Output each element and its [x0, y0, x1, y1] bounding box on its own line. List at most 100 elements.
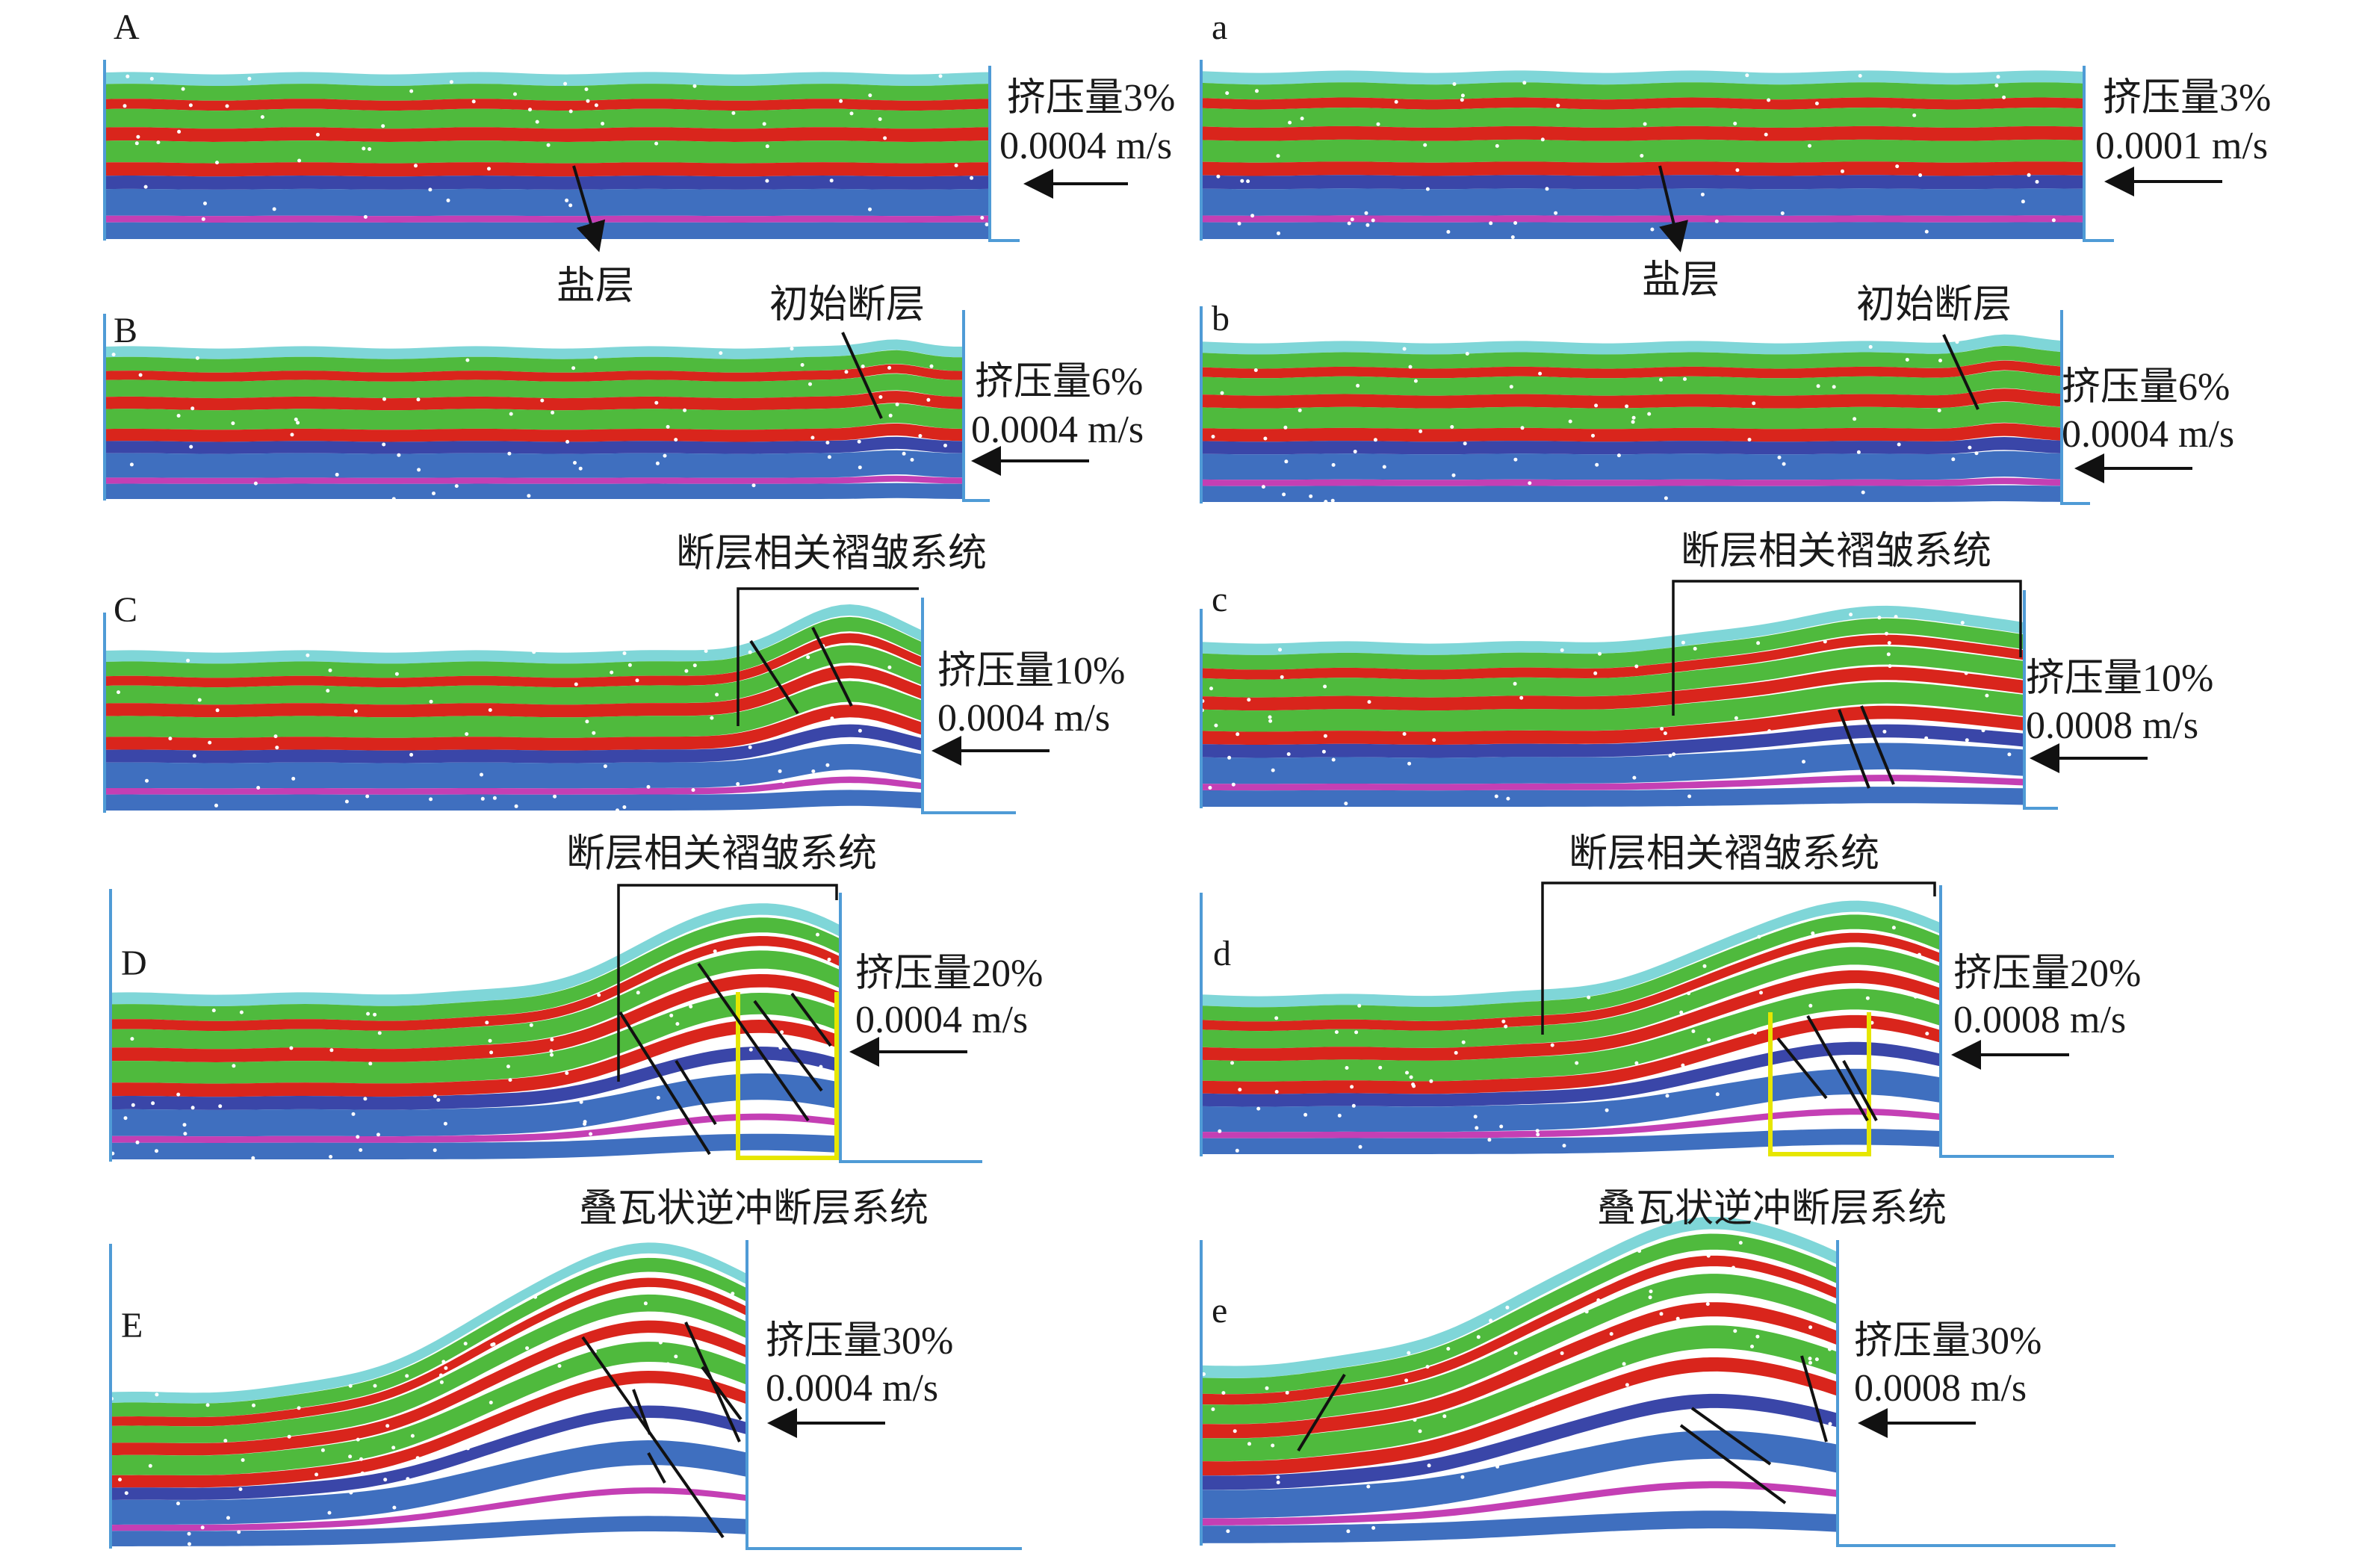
velocity-label: 0.0008 m/s — [2026, 704, 2198, 747]
fault-line — [1776, 1037, 1828, 1100]
particle-speck — [1268, 715, 1272, 719]
particle-speck — [1540, 137, 1545, 142]
particle-speck — [1382, 465, 1386, 469]
particle-speck — [1276, 154, 1280, 158]
particle-speck — [601, 122, 605, 125]
strata-layer-0 — [111, 903, 840, 1006]
particle-speck — [1253, 368, 1258, 372]
particle-speck — [417, 468, 421, 472]
particle-speck — [895, 402, 899, 406]
particle-speck — [1687, 991, 1691, 996]
particle-speck — [1702, 964, 1707, 968]
strata-layer-4 — [1201, 125, 2084, 141]
particle-speck — [143, 185, 148, 189]
particle-speck — [1749, 1073, 1754, 1077]
particle-speck — [183, 1132, 187, 1136]
particle-speck — [550, 1053, 554, 1057]
panel-D: D 挤压量20% 0.0004 m/s 断层相关褶皱系统 — [109, 833, 1043, 1163]
particle-speck — [381, 124, 385, 128]
particle-speck — [145, 778, 149, 783]
particle-speck — [433, 1094, 437, 1098]
model-section — [1201, 1216, 1838, 1543]
particle-speck — [1407, 761, 1412, 766]
particle-speck — [306, 653, 310, 657]
particle-speck — [1268, 719, 1273, 723]
particle-speck — [1760, 1326, 1764, 1330]
particle-speck — [1432, 738, 1436, 743]
particle-speck — [155, 1149, 158, 1153]
particle-speck — [654, 141, 659, 146]
particle-speck — [1528, 481, 1532, 486]
particle-speck — [444, 1366, 448, 1370]
particle-speck — [1853, 417, 1857, 421]
particle-speck — [344, 799, 349, 804]
particle-speck — [839, 99, 843, 103]
particle-speck — [489, 1401, 493, 1404]
structure-box — [617, 884, 838, 1082]
particle-speck — [1454, 1050, 1458, 1055]
particle-speck — [1732, 1265, 1735, 1270]
particle-speck — [1631, 415, 1636, 420]
particle-speck — [765, 179, 769, 183]
particle-speck — [1764, 132, 1768, 137]
particle-speck — [391, 497, 396, 501]
particle-speck — [1535, 1129, 1540, 1133]
particle-speck — [557, 1364, 562, 1368]
particle-speck — [1885, 631, 1888, 636]
particle-speck — [200, 1525, 205, 1530]
particle-speck — [1461, 1040, 1466, 1044]
particle-speck — [291, 776, 296, 781]
particle-speck — [356, 1437, 360, 1442]
velocity-label: 0.0004 m/s — [999, 125, 1172, 167]
particle-speck — [1237, 221, 1241, 226]
strata-layer-4 — [1201, 970, 1941, 1062]
right-wall — [745, 1240, 1022, 1550]
particle-speck — [1640, 154, 1644, 158]
strata-layer-5 — [111, 1342, 747, 1475]
panel-c: c 挤压量10% 0.0008 m/s 断层相关褶皱系统 — [1200, 530, 2213, 810]
particle-speck — [878, 395, 883, 399]
strata-layer-9 — [1201, 775, 2024, 791]
particle-speck — [1865, 996, 1870, 1000]
compression-label: 挤压量3% — [2103, 77, 2271, 120]
fault-line — [647, 1452, 666, 1484]
panel-label: d — [1213, 934, 1231, 973]
particle-speck — [1256, 1106, 1261, 1111]
particle-speck — [1897, 442, 1901, 447]
particle-speck — [1925, 1032, 1929, 1036]
particle-speck — [1337, 1113, 1342, 1118]
particle-speck — [123, 1116, 128, 1121]
particle-speck — [1419, 429, 1423, 433]
particle-speck — [1255, 89, 1259, 93]
fault-line — [1690, 1407, 1772, 1466]
particle-speck — [335, 472, 339, 477]
particle-speck — [348, 1454, 353, 1459]
particle-speck — [1331, 462, 1336, 467]
particle-speck — [1706, 1373, 1711, 1378]
strata-layer-6 — [1201, 1357, 1838, 1476]
particle-speck — [980, 216, 985, 220]
strata-layer-7 — [1201, 175, 2084, 190]
particle-speck — [1408, 365, 1413, 369]
particle-speck — [436, 1098, 441, 1102]
particle-speck — [1442, 1504, 1446, 1508]
right-wall — [1836, 1240, 2115, 1547]
particle-speck — [363, 1097, 368, 1101]
particle-speck — [1451, 473, 1456, 477]
particle-speck — [1276, 1475, 1280, 1479]
strata-layer-2 — [1201, 1255, 1838, 1405]
particle-speck — [1427, 1463, 1431, 1468]
particle-speck — [1650, 227, 1655, 232]
strata-layer-4 — [111, 974, 840, 1062]
particle-speck — [1814, 102, 1819, 105]
particle-speck — [1495, 1464, 1500, 1469]
strata-layer-1 — [105, 616, 923, 678]
particle-speck — [329, 1155, 333, 1159]
strata-layer-4 — [1201, 388, 2062, 409]
strata-layer-2 — [1201, 360, 2062, 379]
structure-label: 叠瓦状逆冲断层系统 — [1597, 1188, 1947, 1230]
strata-layer-9 — [1201, 1108, 1941, 1138]
strata-layer-5 — [111, 993, 840, 1084]
strata-layer-10 — [105, 790, 923, 811]
particle-speck — [1280, 675, 1284, 679]
